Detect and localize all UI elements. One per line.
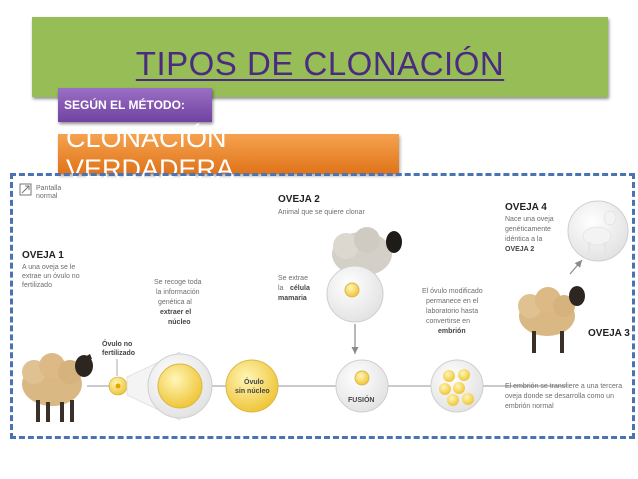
- method-label: SEGÚN EL MÉTODO:: [58, 88, 212, 122]
- embryo-cell-4: [453, 382, 465, 394]
- arrow-up-lamb: [569, 259, 583, 275]
- ovulo-zoom-yolk: [157, 363, 203, 409]
- embrion-bold: embrión: [438, 328, 466, 335]
- corner-note-line2: normal: [36, 193, 58, 200]
- embrion-text-4: convertirse en: [426, 318, 470, 325]
- oveja1-desc-1: A una oveja se le: [22, 264, 75, 271]
- oveja4-desc-2: genéticamente: [505, 226, 551, 233]
- oveja4-desc-1: Nace una oveja: [505, 216, 554, 223]
- cloning-diagram: Pantalla normal OVEJA 1 A una oveja se l…: [19, 183, 630, 422]
- ovulo-sin-nucleo-label-1: Óvulo: [244, 377, 264, 386]
- oveja2-title: OVEJA 2: [278, 194, 320, 205]
- step-info-bold-1: extraer el: [160, 309, 191, 316]
- embryo-cell-5: [447, 394, 459, 406]
- oveja3-title: OVEJA 3: [588, 328, 630, 339]
- oveja3-desc-2: oveja donde se desarrolla como un: [505, 393, 614, 400]
- oveja1-desc-3: fertilizado: [22, 282, 52, 289]
- step-info-3: genética al: [158, 299, 192, 306]
- sheep-2-image: [332, 227, 402, 276]
- embryo-cell-2: [458, 369, 470, 381]
- oveja1-desc-2: extrae un óvulo no: [22, 273, 80, 280]
- ovulo-label-2: fertilizado: [102, 350, 135, 357]
- step-info-bold-2: núcleo: [168, 319, 191, 326]
- embrion-text-2: permanece en el: [426, 298, 479, 305]
- step-info-2: la información: [156, 289, 200, 296]
- celula-text-3: célula: [290, 285, 310, 292]
- ovulo-sin-nucleo-label-2: sin núcleo: [235, 388, 270, 395]
- embryo-cell-3: [439, 383, 451, 395]
- oveja3-desc-3: embrión normal: [505, 403, 554, 410]
- fusion-circle: [335, 359, 389, 413]
- ovulo-sin-nucleo: [225, 359, 279, 413]
- celula-text-4: mamaria: [278, 295, 307, 302]
- sheep-1-image: [22, 353, 93, 422]
- corner-note-line1: Pantalla: [36, 185, 61, 192]
- celula-nucleus: [344, 282, 360, 298]
- oveja3-desc-1: El embrión se transfiere a una tercera: [505, 383, 622, 390]
- step-info-1: Se recoge toda: [154, 279, 202, 286]
- slide-title: TIPOS DE CLONACIÓN: [32, 45, 608, 83]
- embryo-cell-1: [443, 370, 455, 382]
- embrion-text-3: laboratorio hasta: [426, 308, 478, 315]
- title-banner: TIPOS DE CLONACIÓN: [32, 17, 608, 97]
- oveja4-ref: OVEJA 2: [505, 246, 534, 253]
- celula-text-2: la: [278, 285, 284, 292]
- sheep-3-image: [518, 286, 585, 353]
- fullscreen-icon: [19, 183, 32, 196]
- oveja2-desc: Animal que se quiere clonar: [278, 209, 365, 216]
- embrion-text-1: El óvulo modificado: [422, 288, 483, 295]
- ovulo-label-1: Óvulo no: [102, 339, 132, 348]
- celula-text-1: Se extrae: [278, 275, 308, 282]
- diagram-frame: [10, 173, 635, 439]
- oveja1-title: OVEJA 1: [22, 250, 64, 261]
- ovulo-small-nucleus: [115, 383, 121, 389]
- oveja4-title: OVEJA 4: [505, 202, 547, 213]
- oveja4-desc-3: idéntica a la: [505, 236, 542, 243]
- clone-type-label: CLONACIÓN VERDADERA: [58, 123, 399, 184]
- slide-title-text: TIPOS DE CLONACIÓN: [135, 45, 505, 82]
- lamb-image: [582, 210, 617, 256]
- embryo-cell-6: [462, 393, 474, 405]
- fusion-nucleus: [354, 370, 370, 386]
- fusion-label: FUSIÓN: [348, 395, 374, 404]
